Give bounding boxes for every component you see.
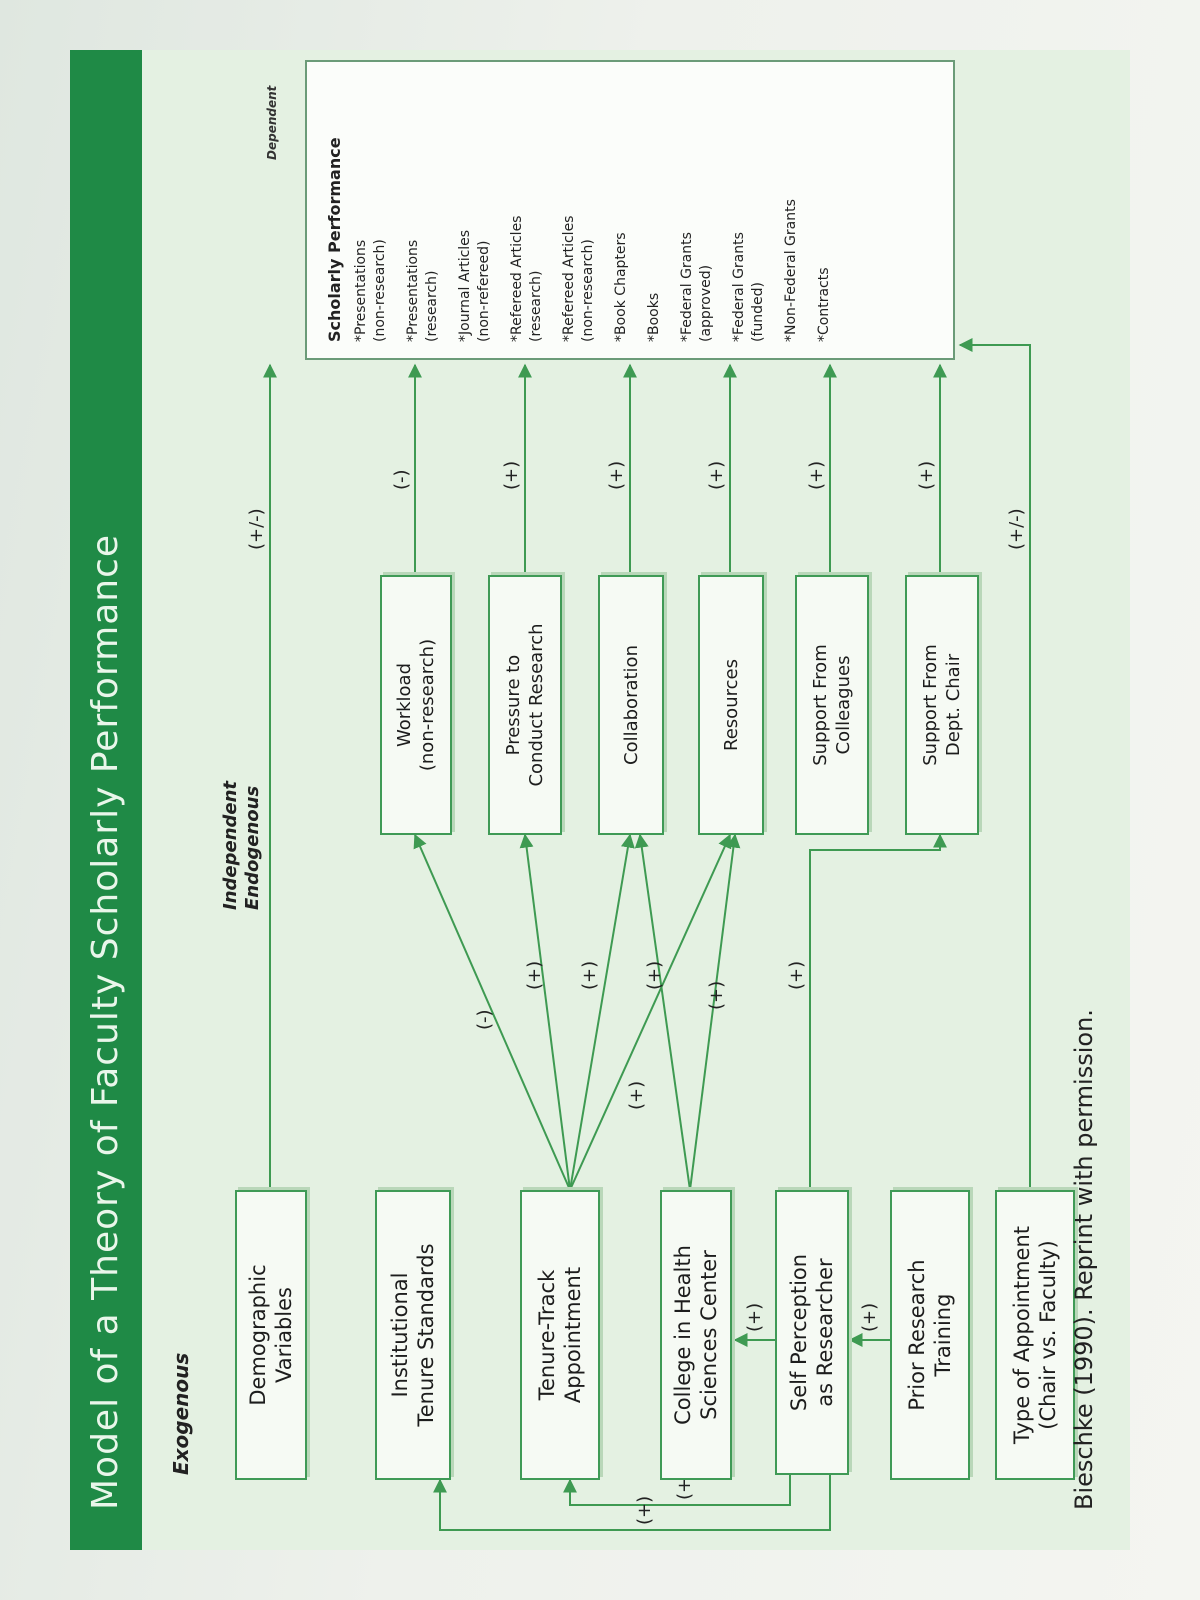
outcome-item: *Journal Articles(non-refereed): [457, 229, 492, 342]
sign-self-chair: (+): [786, 961, 807, 990]
sign-resources-performance: (+): [706, 461, 727, 490]
box-resources: Resources: [698, 575, 764, 835]
arrow-type-performance: [958, 338, 1031, 1190]
outcome-item: *Non-Federal Grants: [783, 199, 799, 342]
arrow-self-tenure: [563, 1475, 791, 1506]
outcome-item: *Federal Grants(approved): [679, 232, 714, 342]
box-scholarly-performance: Scholarly Performance *Presentations(non…: [305, 60, 955, 360]
sign-chair-performance: (+): [916, 461, 937, 490]
sign-workload-performance: (-): [391, 469, 412, 490]
arrow-self-chair: [809, 833, 947, 1190]
sign-tenure-pressure: (+): [524, 961, 545, 990]
sign-college-collaboration: (+): [644, 961, 665, 990]
box-workload: Workload(non-research): [380, 575, 452, 835]
outcome-item: *Refereed Articles(research): [509, 215, 544, 342]
sign-collaboration-performance: (+): [606, 461, 627, 490]
sign-tenure-workload: (-): [474, 1009, 495, 1030]
sign-type-performance: (+/-): [1006, 508, 1027, 550]
sign-tenure-collaboration: (+): [579, 961, 600, 990]
outcome-item: *Contracts: [816, 267, 832, 342]
sign-tenure-resources: (+): [626, 1081, 647, 1110]
arrow-tenure-pressure: [519, 833, 571, 1191]
outcome-item: *Book Chapters: [613, 232, 629, 342]
arrow-tenure-collaboration: [569, 833, 635, 1191]
figure-caption: Bieschke (1990). Reprint with permission…: [1070, 1009, 1098, 1510]
outcome-item: *Presentations(research): [405, 239, 440, 342]
outcome-item: *Federal Grants(funded): [731, 232, 766, 342]
outcome-item: *Presentations(non-research): [353, 239, 388, 342]
sign-pressure-performance: (+): [501, 461, 522, 490]
box-collaboration: Collaboration: [598, 575, 664, 835]
scholarly-performance-title: Scholarly Performance: [325, 137, 344, 342]
sign-self-college: (+): [744, 1303, 765, 1332]
sign-colleagues-performance: (+): [806, 461, 827, 490]
outcome-item: *Books: [646, 292, 662, 342]
arrow-tenure-workload: [413, 833, 571, 1191]
sign-college-resources: (+): [706, 981, 727, 1010]
model-figure: Model of a Theory of Faculty Scholarly P…: [70, 50, 1130, 1550]
arrow-self-institutional: [433, 1475, 831, 1531]
sign-prior-self: (+): [859, 1303, 880, 1332]
arrow-tenure-resources: [569, 833, 732, 1191]
box-type-of-appointment: Type of Appointment(Chair vs. Faculty): [995, 1190, 1075, 1480]
outcome-item: *Refereed Articles(non-research): [561, 215, 596, 342]
sign-self-institutional: (+): [634, 1496, 655, 1525]
arrow-college-resources: [689, 833, 741, 1191]
arrow-college-collaboration: [634, 833, 691, 1191]
path-arrows: (+/-) (-) (+) (+) (+) (+) (+) (+/-) (-) …: [246, 338, 1031, 1531]
sign-demographic-performance: (+/-): [246, 508, 267, 550]
